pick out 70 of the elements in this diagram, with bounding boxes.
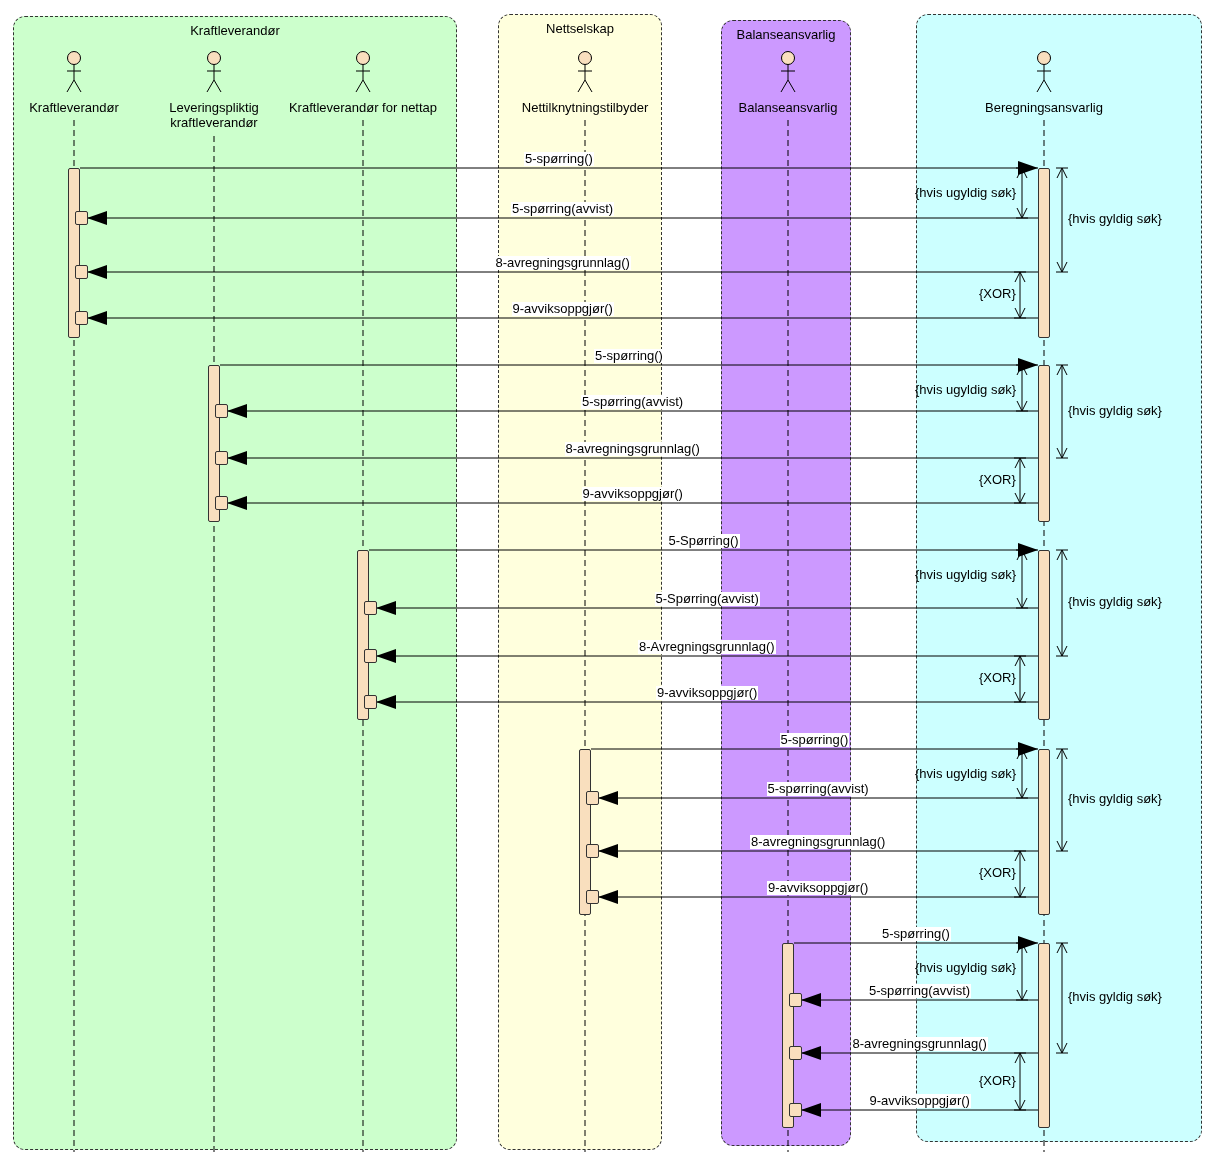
- activation-bar: [357, 550, 369, 720]
- edge-label: 8-avregningsgrunnlag(): [494, 256, 631, 270]
- message-arrow: [226, 404, 1039, 418]
- actor-name: Kraftleverandør: [28, 100, 120, 115]
- message-arrow: [800, 993, 1039, 1007]
- constraint-label: {hvis gyldig søk}: [1068, 990, 1162, 1004]
- activation-bar: [1038, 749, 1050, 915]
- edge-label: 5-spørring(avvist): [511, 202, 615, 216]
- edge-label: 5-Spørring(avvist): [654, 592, 760, 606]
- edge-label: 9-avviksoppgjør(): [868, 1094, 971, 1108]
- lane-title: Nettselskap: [545, 21, 615, 36]
- constraint-label: {XOR}: [979, 1073, 1016, 1088]
- constraint-label: {hvis gyldig søk}: [1068, 403, 1162, 418]
- message-arrow: [79, 161, 1039, 175]
- message-arrow: [590, 742, 1039, 756]
- activation-bar: [68, 168, 80, 338]
- message-arrow: [86, 311, 1039, 325]
- actor-name: Nettilknytningstilbyder: [520, 100, 650, 115]
- message-arrow: [86, 265, 1039, 279]
- edge-label: 8-avregningsgrunnlag(): [564, 442, 701, 456]
- constraint-label: {XOR}: [979, 866, 1016, 880]
- activation-bar: [782, 943, 794, 1128]
- message-arrow: [226, 451, 1039, 465]
- edge-label: 5-spørring(): [779, 733, 850, 747]
- message-arrow: [368, 543, 1039, 557]
- activation-bar: [1038, 550, 1050, 720]
- message-arrow: [375, 695, 1039, 709]
- activation-bar: [1038, 365, 1050, 522]
- message-arrow: [375, 601, 1039, 615]
- edge-label: 9-avviksoppgjør(): [581, 487, 684, 501]
- edge-label: 5-spørring(): [881, 927, 951, 941]
- message-arrow: [219, 358, 1039, 372]
- edge-label: 5-spørring(avvist): [766, 782, 870, 796]
- actor-name: Beregningsansvarlig: [984, 100, 1104, 115]
- edge-label: 8-Avregningsgrunnlag(): [638, 640, 776, 654]
- actor-name: Leveringspliktig kraftleverandør: [168, 100, 260, 130]
- edge-label: 5-spørring(): [594, 349, 664, 363]
- lane-title: Balanseansvarlig: [735, 27, 837, 42]
- constraint-label: {hvis gyldig søk}: [1068, 212, 1162, 226]
- message-arrow: [597, 791, 1039, 805]
- message-arrow: [597, 890, 1039, 904]
- message-arrow: [597, 844, 1039, 858]
- swimlane: [13, 16, 457, 1150]
- message-arrow: [800, 1046, 1039, 1060]
- edge-label: 5-Spørring(): [667, 534, 740, 548]
- edge-label: 8-avregningsgrunnlag(): [851, 1037, 988, 1051]
- constraint-label: {XOR}: [979, 472, 1016, 487]
- edge-label: 5-spørring(avvist): [868, 984, 972, 998]
- edge-label: 9-avviksoppgjør(): [656, 686, 759, 700]
- activation-bar: [579, 749, 591, 915]
- edge-label: 8-avregningsgrunnlag(): [750, 835, 887, 849]
- actor-name: Kraftleverandør for nettap: [287, 100, 439, 115]
- constraint-label: {hvis gyldig søk}: [1068, 595, 1162, 609]
- constraint-label: {XOR}: [979, 287, 1016, 301]
- activation-bar: [1038, 168, 1050, 338]
- edge-label: 5-spørring(): [524, 152, 594, 166]
- edge-label: 9-avviksoppgjør(): [767, 881, 870, 895]
- edge-label: 9-avviksoppgjør(): [511, 302, 614, 316]
- message-arrow: [800, 1103, 1039, 1117]
- constraint-label: {hvis gyldig søk}: [1068, 792, 1162, 806]
- activation-bar: [1038, 943, 1050, 1128]
- message-arrow: [793, 936, 1039, 950]
- actor-name: Balanseansvarlig: [737, 100, 839, 115]
- message-arrow: [226, 496, 1039, 510]
- edge-label: 5-spørring(avvist): [581, 395, 685, 409]
- message-arrow: [375, 649, 1039, 663]
- activation-bar: [208, 365, 220, 522]
- constraint-label: {XOR}: [979, 671, 1016, 685]
- message-arrow: [86, 211, 1039, 225]
- lane-title: Kraftleverandør: [189, 23, 281, 38]
